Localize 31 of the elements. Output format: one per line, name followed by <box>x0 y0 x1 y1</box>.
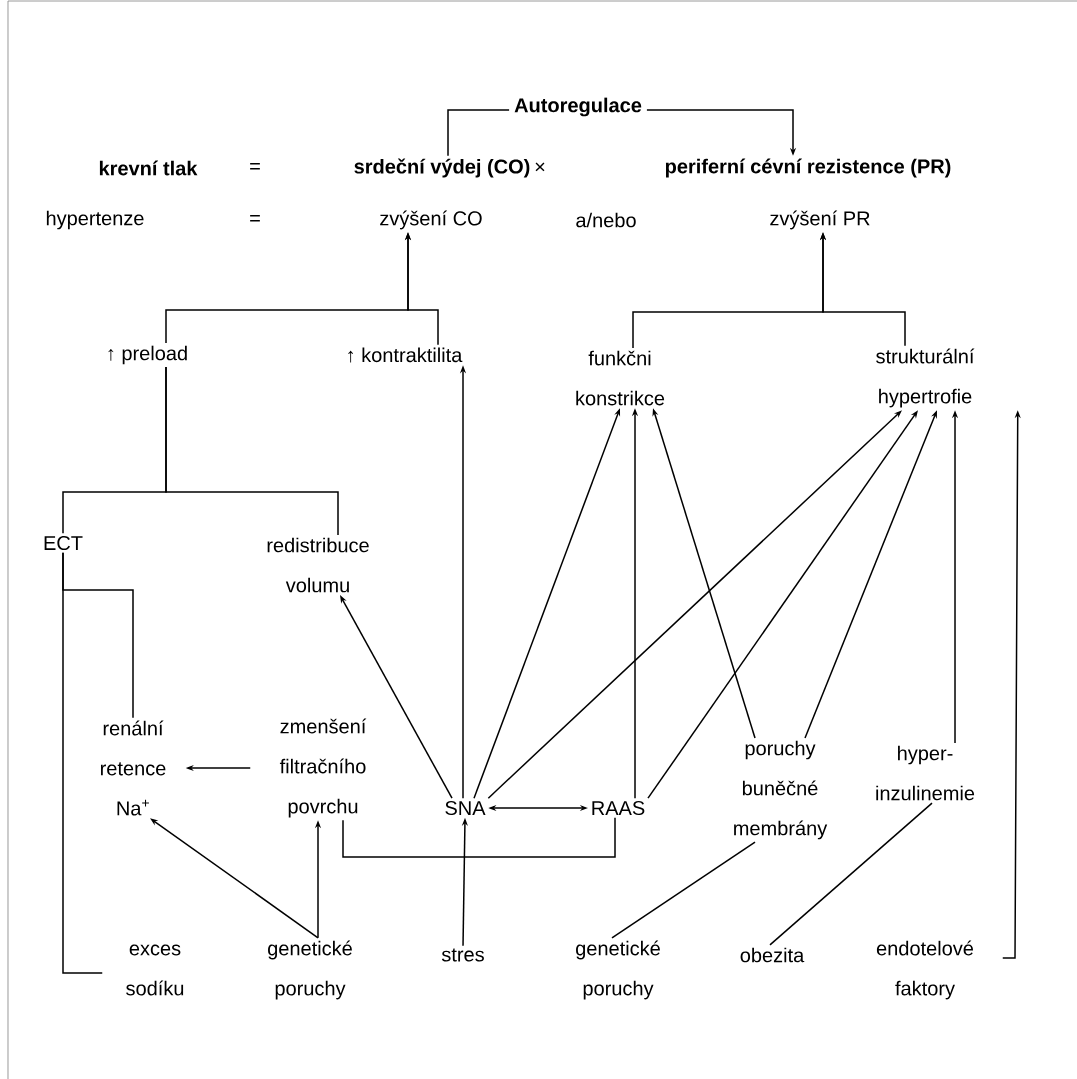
node-text: periferní cévní rezistence (PR) <box>665 158 951 178</box>
node-text: zmenšení filtračního povrchu <box>279 718 367 818</box>
label: = <box>250 215 260 222</box>
node-text: zvýšení CO <box>380 210 482 230</box>
node-text: ↑ kontraktilita <box>348 347 463 363</box>
node-text: SNA <box>445 800 486 816</box>
node-text: hyper- inzulinemie <box>876 745 975 801</box>
node-text: endotelové faktory <box>876 940 973 1000</box>
node-text: RAAS <box>592 800 645 816</box>
node-text: hypertenze <box>46 210 144 230</box>
node-text: srdeční výdej (CO) <box>354 158 530 178</box>
edge-label: Autoregulace <box>509 92 647 122</box>
node-text: krevní tlak <box>99 160 198 176</box>
node-text: stres <box>441 948 484 962</box>
node-text: obezita <box>740 947 805 963</box>
node-text: exces sodíku <box>126 944 184 996</box>
label: = <box>250 163 260 170</box>
node-text: strukturální hypertrofie <box>876 348 975 408</box>
label: × <box>535 162 545 172</box>
node-text: zvýšení PR <box>770 210 870 230</box>
arrow <box>150 818 319 939</box>
node-text: ECT <box>44 535 83 551</box>
node-text: poruchy buněčné membrány <box>734 740 828 840</box>
node-text: funkčni konstrikce <box>576 350 665 406</box>
label: a/nebo <box>576 212 636 228</box>
node-text: renální retence Na$^{+}$ <box>101 720 166 816</box>
arrow <box>487 410 902 799</box>
node-text: redistribuce volumu <box>267 537 369 593</box>
node-text: ↑ preload <box>108 345 187 365</box>
node-text: genetické poruchy <box>268 940 352 1000</box>
node-text: genetické poruchy <box>576 940 660 1000</box>
